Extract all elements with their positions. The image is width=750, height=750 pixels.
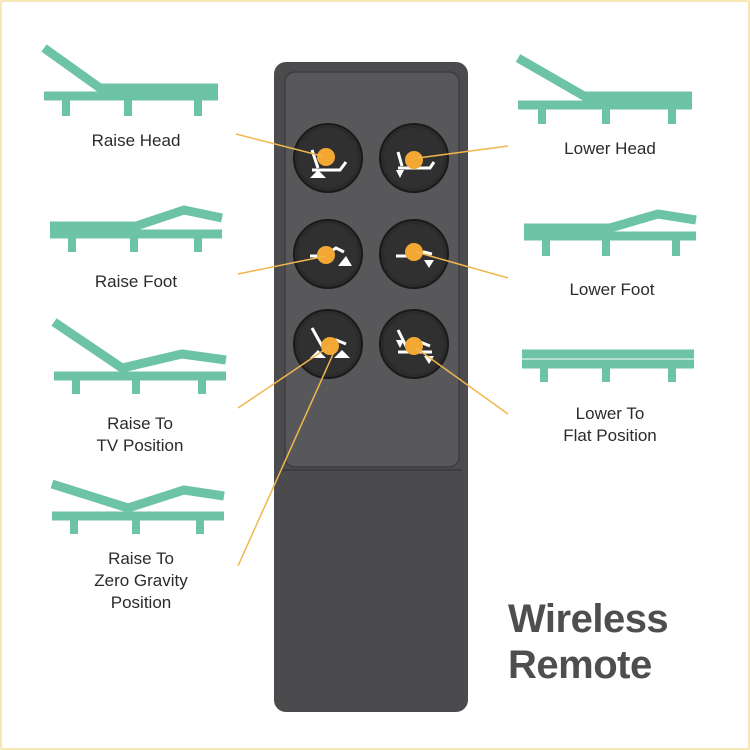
bed-raise-head-icon (41, 44, 218, 116)
leader-lines (235, 133, 509, 567)
bed-flat-position-icon (522, 349, 694, 382)
lower-head-button[interactable] (379, 123, 449, 193)
remote-buttons (293, 123, 449, 379)
lower-head-icon (396, 151, 436, 170)
label-flat-position: Lower To Flat Position (563, 404, 657, 445)
label-raise-head: Raise Head (91, 131, 181, 150)
raise-foot-button[interactable] (293, 219, 363, 289)
title-line-1: Wireless (508, 597, 669, 641)
label-raise-foot: Raise Foot (94, 272, 178, 291)
bed-zero-gravity-icon (50, 479, 225, 534)
bed-lower-foot-icon (524, 209, 697, 256)
title-line-2: Remote (508, 643, 652, 687)
tv-position-button[interactable] (293, 309, 363, 379)
label-lower-head: Lower Head (564, 139, 656, 158)
bed-tv-position-icon (51, 318, 227, 394)
label-zero-gravity: Raise To Zero Gravity Position (94, 549, 188, 612)
label-tv-position: Raise To TV Position (96, 414, 184, 455)
lower-foot-button[interactable] (379, 219, 449, 289)
bed-raise-foot-icon (50, 205, 223, 252)
flat-position-button[interactable] (379, 309, 449, 379)
raise-head-button[interactable] (293, 123, 363, 193)
bed-lower-head-icon (515, 54, 692, 124)
label-lower-foot: Lower Foot (569, 280, 655, 299)
wireless-remote-title: Wireless Remote (508, 596, 708, 688)
